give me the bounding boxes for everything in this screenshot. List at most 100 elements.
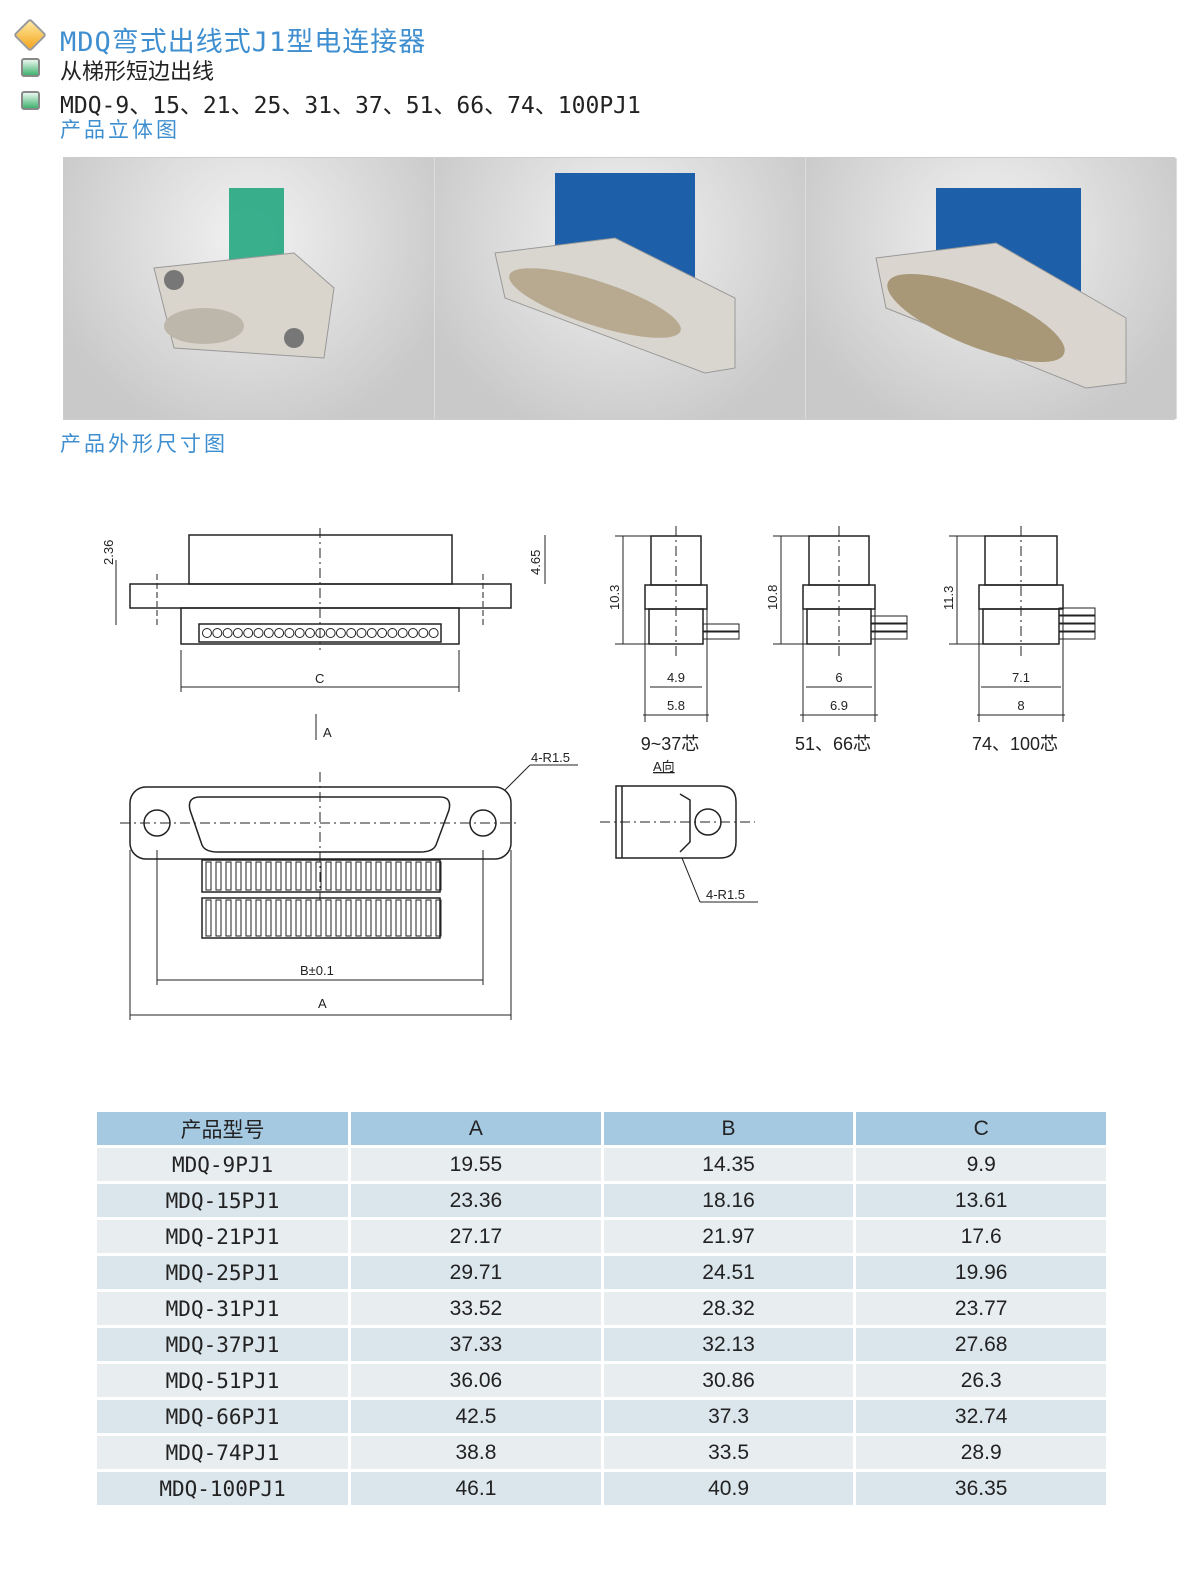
square-bullet-icon bbox=[21, 91, 40, 110]
photo-37pin-connector bbox=[435, 158, 806, 419]
pin-mark bbox=[265, 861, 272, 891]
col-header-b: B bbox=[602, 1112, 857, 1148]
pin-mark bbox=[275, 899, 282, 937]
dim-4-65: 4.65 bbox=[528, 550, 543, 575]
pin-mark bbox=[375, 899, 382, 937]
c-cell: 23.77 bbox=[854, 1290, 1109, 1328]
pin-mark bbox=[365, 899, 372, 937]
side-view-1: 10.34.95.89~37芯 bbox=[607, 526, 740, 754]
pin-mark bbox=[205, 899, 212, 937]
b-cell: 40.9 bbox=[602, 1470, 857, 1508]
pin-mark bbox=[225, 899, 232, 937]
model-cell: MDQ-15PJ1 bbox=[97, 1182, 352, 1220]
dim-c: C bbox=[315, 671, 324, 686]
col-header-model: 产品型号 bbox=[97, 1112, 352, 1148]
inner-width-dim: 4.9 bbox=[667, 670, 685, 685]
model-cell: MDQ-37PJ1 bbox=[97, 1326, 352, 1364]
pin-mark bbox=[275, 861, 282, 891]
b-cell: 37.3 bbox=[602, 1398, 857, 1436]
a-cell: 38.8 bbox=[349, 1434, 604, 1472]
col-header-a: A bbox=[349, 1112, 604, 1148]
pin-mark bbox=[295, 899, 302, 937]
pin-mark bbox=[235, 861, 242, 891]
contact-mark bbox=[418, 628, 429, 638]
contact-mark bbox=[232, 628, 243, 638]
model-cell: MDQ-31PJ1 bbox=[97, 1290, 352, 1328]
pin-mark bbox=[265, 899, 272, 937]
shell-outline bbox=[188, 796, 451, 853]
outer-width-dim: 6.9 bbox=[830, 698, 848, 713]
pin-mark bbox=[345, 899, 352, 937]
side-view-caption: 51、66芯 bbox=[795, 734, 871, 754]
contact-mark bbox=[263, 628, 274, 638]
model-cell: MDQ-74PJ1 bbox=[97, 1434, 352, 1472]
pin-mark bbox=[305, 861, 312, 891]
radius-label-side: 4-R1.5 bbox=[706, 887, 745, 902]
pin-mark bbox=[325, 899, 332, 937]
pin-mark bbox=[425, 899, 432, 937]
page-title: MDQ弯式出线式J1型电连接器 bbox=[60, 27, 427, 58]
contact-mark bbox=[356, 628, 367, 638]
model-list: MDQ-9、15、21、25、31、37、51、66、74、100PJ1 bbox=[60, 93, 641, 119]
dimension-drawing: 2.36 4.65 C A B±0.1 A 4-R1.5 A向 4-R1.5 1… bbox=[101, 526, 1096, 1020]
contact-mark bbox=[408, 628, 418, 638]
model-cell: MDQ-51PJ1 bbox=[97, 1362, 352, 1400]
subtitle: 从梯形短边出线 bbox=[60, 60, 215, 85]
height-dim: 10.8 bbox=[765, 585, 780, 610]
a-cell: 27.17 bbox=[349, 1218, 604, 1256]
pin-mark bbox=[295, 861, 302, 891]
view-a-label: A向 bbox=[653, 759, 675, 774]
pin-mark bbox=[355, 861, 362, 891]
pin-mark bbox=[385, 861, 392, 891]
c-cell: 19.96 bbox=[854, 1254, 1109, 1292]
section-dimensions-heading: 产品外形尺寸图 bbox=[60, 432, 228, 456]
contact-mark bbox=[274, 628, 285, 638]
c-cell: 13.61 bbox=[854, 1182, 1109, 1220]
b-cell: 24.51 bbox=[602, 1254, 857, 1292]
pin-mark bbox=[255, 899, 262, 937]
square-bullet-icon bbox=[21, 58, 40, 77]
b-cell: 30.86 bbox=[602, 1362, 857, 1400]
side-view-caption: 9~37芯 bbox=[641, 734, 700, 754]
pin-mark bbox=[215, 861, 222, 891]
radius-label-top: 4-R1.5 bbox=[531, 750, 570, 765]
pin-mark bbox=[405, 899, 412, 937]
pin-mark bbox=[245, 861, 252, 891]
photo-9pin-connector bbox=[64, 158, 435, 419]
pin-mark bbox=[285, 861, 292, 891]
a-cell: 36.06 bbox=[349, 1362, 604, 1400]
contact-mark bbox=[335, 628, 346, 638]
b-cell: 18.16 bbox=[602, 1182, 857, 1220]
contact-mark bbox=[294, 628, 305, 638]
contact-mark bbox=[315, 628, 326, 638]
contact-mark bbox=[346, 628, 357, 638]
view-arrow-a: A bbox=[323, 725, 332, 740]
pin-mark bbox=[425, 861, 432, 891]
pin-mark bbox=[325, 861, 332, 891]
pin-mark bbox=[285, 899, 292, 937]
b-cell: 14.35 bbox=[602, 1146, 857, 1184]
contact-mark bbox=[243, 628, 254, 638]
c-cell: 26.3 bbox=[854, 1362, 1109, 1400]
a-cell: 29.71 bbox=[349, 1254, 604, 1292]
pin-mark bbox=[435, 899, 442, 937]
pin-mark bbox=[395, 899, 402, 937]
height-dim: 10.3 bbox=[607, 585, 622, 610]
pin-mark bbox=[365, 861, 372, 891]
pin-mark bbox=[355, 899, 362, 937]
product-photos bbox=[63, 157, 1177, 420]
contact-mark bbox=[253, 628, 264, 638]
model-cell: MDQ-66PJ1 bbox=[97, 1398, 352, 1436]
b-cell: 33.5 bbox=[602, 1434, 857, 1472]
c-cell: 36.35 bbox=[854, 1470, 1109, 1508]
contact-mark bbox=[222, 628, 233, 638]
a-cell: 46.1 bbox=[349, 1470, 604, 1508]
contact-mark bbox=[387, 628, 398, 638]
